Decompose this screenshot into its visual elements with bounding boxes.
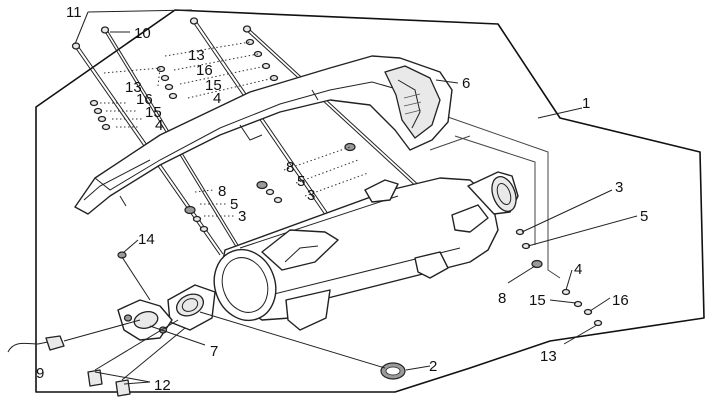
- callout-13-left: 13: [125, 79, 142, 96]
- callout-8-left: 8: [218, 183, 226, 200]
- hardware-stack-center-top: [156, 65, 178, 100]
- exhaust-inlet-flange: [117, 284, 216, 341]
- oxygen-sensor: [7, 319, 141, 353]
- callout-2: 2: [429, 358, 437, 375]
- callout-4-top: 4: [213, 90, 221, 107]
- long-bolt-11-right: [189, 17, 334, 223]
- callout-8-mid: 8: [286, 159, 294, 176]
- callout-15-top: 15: [205, 77, 222, 94]
- callout-13-top: 13: [188, 47, 205, 64]
- callout-16-right: 16: [612, 292, 629, 309]
- callout-11: 11: [66, 4, 82, 21]
- hardware-stack-mid-right: [256, 142, 356, 204]
- heat-shield-cover: [74, 55, 453, 215]
- callout-labels: 11 10 13 16 15 4 13 16 15 4 6 1 8 5 3 8 …: [36, 4, 648, 394]
- callout-3-mid: 3: [307, 187, 315, 204]
- dotted-leaders: [100, 41, 369, 217]
- callout-5-right: 5: [640, 208, 648, 225]
- callout-7: 7: [210, 343, 218, 360]
- callout-10: 10: [134, 25, 151, 42]
- callout-3-left: 3: [238, 208, 246, 225]
- hardware-stack-right-top: [245, 38, 279, 82]
- callout-12: 12: [154, 377, 171, 394]
- callout-8-right: 8: [498, 290, 506, 307]
- callout-15-left: 15: [145, 104, 162, 121]
- studs: [87, 319, 186, 397]
- hardware-stack-mid-left: [184, 205, 209, 233]
- gasket-ring: [380, 362, 406, 380]
- long-bolt-right: [242, 25, 424, 191]
- callout-16-top: 16: [196, 62, 213, 79]
- mounting-brackets: [261, 179, 489, 279]
- tail-pipe: [467, 171, 519, 215]
- callout-5-mid: 5: [297, 173, 305, 190]
- callout-4-right: 4: [574, 261, 582, 278]
- callout-6: 6: [462, 75, 470, 92]
- muffler-body: [213, 177, 499, 331]
- callout-5-left: 5: [230, 196, 238, 213]
- callout-13-right: 13: [540, 348, 557, 365]
- solid-leaders: [74, 9, 638, 385]
- hardware-stack-right: [515, 228, 603, 327]
- callout-4-left: 4: [155, 117, 163, 134]
- assembly-boundary: [35, 9, 705, 393]
- callout-15-right: 15: [529, 292, 546, 309]
- callout-14: 14: [138, 231, 155, 248]
- callout-16-left: 16: [136, 91, 153, 108]
- callout-1: 1: [582, 95, 590, 112]
- screw-14: [117, 251, 151, 301]
- callout-9: 9: [36, 365, 44, 382]
- hardware-stack-left-top: [89, 99, 111, 131]
- callout-3-right: 3: [615, 179, 623, 196]
